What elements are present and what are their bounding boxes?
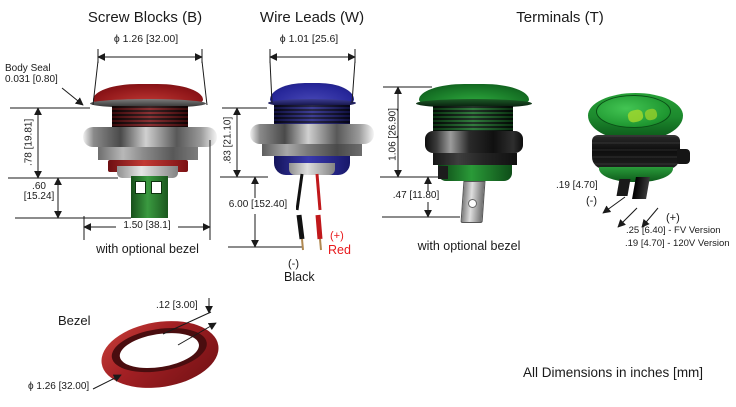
iso-positive-label: (+) bbox=[666, 212, 680, 224]
bezel-ring-drawing bbox=[96, 313, 224, 396]
cap-rim bbox=[90, 99, 206, 108]
body-detail bbox=[438, 166, 448, 179]
bezel-diameter-dim: ϕ 1.26 [32.00] bbox=[28, 381, 90, 392]
wire-leads-height-dim: .83 [21.10] bbox=[222, 116, 234, 165]
terminals-title: Terminals (T) bbox=[516, 9, 604, 26]
terminal-length-dim: .47 [11.80] bbox=[387, 190, 445, 202]
screw-blocks-lower-height-dim-line2: [15.24] bbox=[23, 191, 55, 202]
screw-blocks-upper-height-dim: .78 [19.81] bbox=[23, 118, 35, 167]
black-wire bbox=[295, 173, 305, 251]
positive-label: (+) bbox=[330, 230, 344, 242]
terminals-caption: with optional bezel bbox=[417, 239, 521, 253]
blue-dome-cap bbox=[270, 83, 354, 103]
iso-side-latch bbox=[677, 149, 690, 164]
hex-nut bbox=[98, 147, 198, 160]
body-seal-label-line2: 0.031 [0.80] bbox=[5, 74, 58, 85]
wire-leads-title: Wire Leads (W) bbox=[259, 9, 365, 26]
metal-band bbox=[117, 166, 178, 178]
threaded-barrel bbox=[433, 106, 513, 131]
iso-terminal bbox=[632, 177, 650, 199]
wire-leads-diameter-dim: ϕ 1.01 [25.6] bbox=[279, 33, 339, 45]
cap-rim bbox=[416, 99, 532, 108]
bezel-thickness-dim: .12 [3.00] bbox=[156, 300, 198, 311]
iso-terminal bbox=[616, 179, 631, 196]
screw-blocks-lower-height-dim-line1: .60 bbox=[32, 181, 46, 192]
mounting-flange bbox=[250, 124, 374, 144]
red-dome-cap bbox=[93, 84, 203, 103]
iso-negative-label: (-) bbox=[586, 195, 597, 207]
threaded-barrel bbox=[112, 106, 188, 128]
hex-nut bbox=[433, 153, 517, 165]
terminal-hole bbox=[151, 181, 162, 194]
screw-blocks-caption: with optional bezel bbox=[96, 242, 199, 256]
fv-version-dim: .25 [6.40] - FV Version bbox=[626, 225, 721, 236]
cap-rim bbox=[268, 99, 356, 107]
bezel-title: Bezel bbox=[58, 313, 91, 328]
iso-thickness-dim: .19 [4.70] bbox=[556, 180, 598, 191]
screw-blocks-title: Screw Blocks (B) bbox=[87, 9, 203, 26]
spade-hole bbox=[468, 199, 477, 208]
negative-label: (-) bbox=[288, 258, 299, 270]
screw-blocks-width-dim: 1.50 [38.1] bbox=[116, 220, 178, 232]
iso-black-body bbox=[592, 135, 680, 169]
threaded-barrel bbox=[274, 105, 350, 126]
body-seal-label-line1: Body Seal bbox=[5, 63, 51, 74]
terminals-height-dim: 1.06 [26.90] bbox=[387, 107, 399, 161]
mounting-flange bbox=[83, 127, 217, 147]
hex-nut bbox=[262, 144, 362, 156]
green-lower-body bbox=[438, 165, 512, 181]
terminal-hole bbox=[135, 181, 146, 194]
negative-wire-label: Black bbox=[284, 270, 315, 284]
screw-blocks-diameter-dim: ϕ 1.26 [32.00] bbox=[113, 33, 179, 45]
positive-wire-label: Red bbox=[328, 243, 351, 257]
iso-green-ring bbox=[599, 167, 673, 182]
v120-version-dim: .19 [4.70] - 120V Version bbox=[625, 238, 730, 249]
knurled-nut bbox=[425, 131, 523, 153]
footer-note: All Dimensions in inches [mm] bbox=[523, 365, 704, 380]
green-dome-cap bbox=[419, 84, 529, 103]
metal-band bbox=[289, 163, 335, 175]
wire-length-dim: 6.00 [152.40] bbox=[220, 199, 296, 211]
red-wire bbox=[315, 173, 323, 251]
